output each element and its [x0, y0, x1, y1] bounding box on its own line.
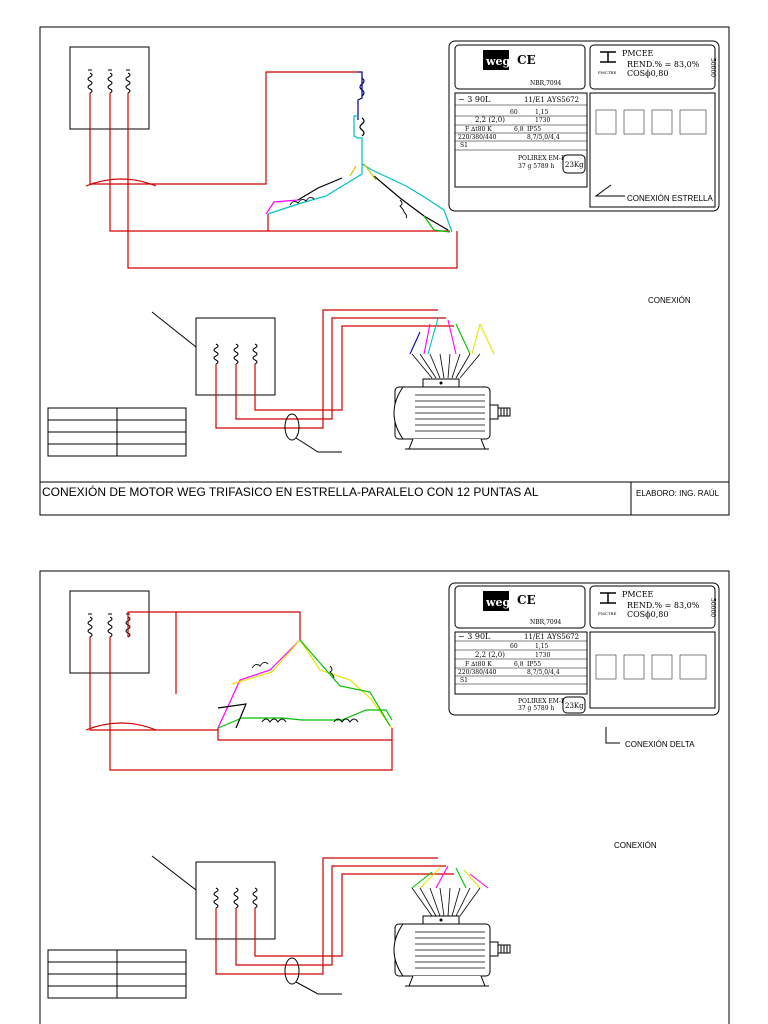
date-text: 11/E1 AYS5672 — [524, 633, 579, 641]
ce-mark: CE — [517, 593, 536, 607]
ip-text: IP55 — [527, 126, 541, 133]
phases-text: ~ 3 90L — [458, 95, 491, 104]
kw-text: 2,2 (2,0) — [475, 651, 505, 659]
hz-text: 60 — [510, 643, 518, 650]
amps-text: 8,7/5,0/4,4 — [527, 669, 560, 676]
supply-lines — [85, 611, 393, 771]
pmctre-text: PMCTRE — [598, 611, 617, 616]
sf-text: 1,15 — [535, 109, 549, 116]
hz-text: 60 — [510, 109, 518, 116]
motor-drawing — [393, 915, 511, 987]
bearing-text: POLIREX EM-ESSO — [518, 698, 578, 705]
connection-type-label: CONEXIÓN DELTA — [625, 740, 695, 749]
delta-windings — [217, 639, 393, 729]
ins-text: F ∆t80 K — [465, 126, 492, 133]
connection-type-label: CONEXIÓN ESTRELLA — [627, 194, 713, 203]
nbr-text: NBR,7094 — [530, 619, 562, 626]
bearing-text: POLIREX EM-ESSO — [518, 155, 578, 162]
volts-text: 220/380/440 — [458, 669, 497, 676]
side-code: 50000 — [709, 598, 716, 617]
sf-text: 1,15 — [535, 643, 549, 650]
ip-ratio-text: 6,8 — [514, 661, 524, 668]
motor-nameplate: weg CE NBR,7094 PMCEE REND.% = 83,0% COS… — [448, 40, 720, 212]
side-code: 50000 — [709, 58, 716, 77]
amps-text: 8,7/5,0/4,4 — [527, 134, 560, 141]
sheet-title: CONEXIÓN DE MOTOR WEG TRIFASICO EN ESTRE… — [42, 484, 539, 499]
legend-table — [47, 949, 187, 999]
sheet-1: CONEXIÓN DE MOTOR WEG TRIFASICO EN ESTRE… — [39, 26, 730, 516]
date-text: 11/E1 AYS5672 — [524, 96, 579, 104]
weg-logo — [483, 50, 509, 70]
weight-text: 23Kg — [565, 702, 584, 710]
connection-label: CONEXIÓN — [648, 296, 691, 305]
connection-label: CONEXIÓN — [614, 841, 657, 850]
rend-text: REND.% = 83,0% — [627, 60, 700, 69]
ce-mark: CE — [517, 53, 536, 67]
sheet-border — [39, 570, 730, 1024]
weg-logo-text: weg — [485, 55, 510, 68]
cos-text: COSϕ0,80 — [627, 69, 668, 78]
motor-drawing — [393, 378, 511, 450]
source-coils — [87, 69, 131, 94]
rpm-text: 1730 — [535, 652, 550, 659]
legend-table — [47, 407, 187, 457]
rend-text: REND.% = 83,0% — [627, 601, 700, 610]
supply-lines — [85, 71, 458, 269]
nbr-text: NBR,7094 — [530, 80, 562, 87]
sheet-2: weg CE NBR,7094 PMCEE REND.% = 83,0% COS… — [39, 570, 730, 1024]
weg-logo-text: weg — [485, 596, 510, 609]
duty-text: S1 — [460, 142, 468, 149]
rpm-text: 1730 — [535, 117, 550, 124]
motor-nameplate: weg CE NBR,7094 PMCEE REND.% = 83,0% COS… — [448, 582, 720, 716]
ins-text: F ∆t80 K — [465, 661, 492, 668]
volts-text: 220/380/440 — [458, 134, 497, 141]
star-windings — [265, 71, 453, 233]
author-label: ELABORO: ING. RAÚL — [636, 489, 720, 498]
cos-text: COSϕ0,80 — [627, 610, 668, 619]
phases-text: ~ 3 90L — [458, 632, 491, 641]
pmcee-text: PMCEE — [622, 590, 654, 599]
duty-text: S1 — [460, 677, 468, 684]
kw-text: 2,2 (2,0) — [475, 116, 505, 124]
weight-text: 23Kg — [565, 161, 584, 169]
ip-ratio-text: 6,8 — [514, 126, 524, 133]
ip-text: IP55 — [527, 661, 541, 668]
pmctre-text: PMCTRE — [598, 70, 617, 75]
grease-text: 37 g 5789 h — [518, 705, 554, 712]
sheet-border — [39, 26, 730, 516]
pmcee-text: PMCEE — [622, 49, 654, 58]
grease-text: 37 g 5789 h — [518, 163, 554, 170]
